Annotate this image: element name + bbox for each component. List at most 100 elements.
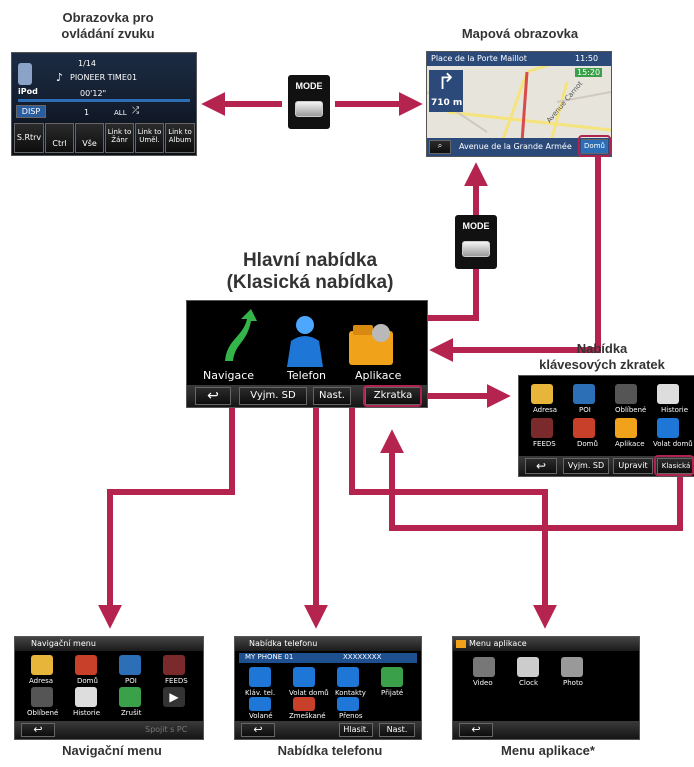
nav-menu-screen: Navigační menu Adresa Domů POI FEEDS ▶ O…	[14, 636, 204, 740]
shortcut-button[interactable]: Zkratka	[365, 387, 421, 405]
phone-label-missed: Zmeškané	[289, 712, 326, 720]
label-favorites: Oblíbené	[615, 406, 647, 414]
arrow-home-to-main	[429, 148, 601, 362]
button-all[interactable]: Vše	[75, 123, 104, 153]
keypad-icon[interactable]	[249, 667, 271, 687]
apps-title: Menu aplikace	[469, 639, 527, 648]
button-all-label: Vše	[82, 139, 97, 148]
button-ctrl[interactable]: Ctrl	[45, 123, 74, 153]
shuffle-icon: ⤮	[132, 106, 140, 116]
repeat-number: 1	[84, 108, 90, 117]
button-link-genre[interactable]: Link to Žánr	[105, 123, 134, 153]
label-applications: Aplikace	[355, 369, 402, 382]
volume-button[interactable]: Hlasit.	[339, 723, 373, 737]
arrow-main-mode-line	[420, 268, 479, 321]
person-icon	[287, 316, 323, 367]
clock-icon[interactable]	[517, 657, 539, 677]
disp-button[interactable]: DISP	[16, 105, 46, 118]
call-home-phone-icon[interactable]	[293, 667, 315, 687]
navigation-icon[interactable]	[217, 309, 257, 365]
nav-bottom-bar	[15, 721, 203, 739]
nav-back-button[interactable]: ↩	[21, 723, 55, 737]
music-note-icon: ♪	[56, 71, 64, 84]
caption-main: Hlavní nabídka (Klasická nabídka)	[190, 250, 430, 294]
map-menu-icon[interactable]: ⌕	[429, 140, 451, 154]
apps-folder-small-icon	[456, 640, 466, 648]
turn-panel	[429, 70, 463, 112]
nav-address-icon[interactable]	[31, 655, 53, 675]
track-number: 1/14	[78, 59, 96, 68]
feeds-icon[interactable]	[531, 418, 553, 438]
arrow-to-apps	[349, 404, 557, 629]
phone-label-received: Přijaté	[381, 689, 404, 697]
eject-sd-button[interactable]: Vyjm. SD	[239, 387, 307, 405]
nav-poi-icon[interactable]	[119, 655, 141, 675]
nav-cancel-icon[interactable]	[119, 687, 141, 707]
caption-audio: Obrazovka pro ovládání zvuku	[20, 10, 196, 42]
nav-favorites-icon[interactable]	[31, 687, 53, 707]
applications-icon[interactable]	[347, 321, 397, 367]
navigation-arrow-icon	[225, 309, 257, 361]
nav-next-icon[interactable]: ▶	[163, 687, 185, 707]
phone-label-keypad: Kláv. tel.	[245, 689, 276, 697]
home-button[interactable]: Domů	[581, 139, 608, 154]
apps-back-button[interactable]: ↩	[459, 723, 493, 737]
main-menu-screen: Navigace Telefon Aplikace ↩ Vyjm. SD Nas…	[186, 300, 428, 408]
arrow-classic-to-main	[380, 429, 683, 531]
favorites-icon[interactable]	[615, 384, 637, 404]
received-icon[interactable]	[381, 667, 403, 687]
transfer-icon[interactable]	[337, 697, 359, 711]
nav-connect-pc[interactable]: Spojit s PC	[145, 725, 188, 734]
distance-label: 710 m	[431, 98, 463, 108]
home-icon[interactable]	[573, 418, 595, 438]
mode-button-mid[interactable]: MODE	[455, 215, 497, 269]
classic-button[interactable]: Klasická	[657, 458, 694, 474]
phone-icon[interactable]	[283, 315, 323, 367]
poi-icon[interactable]	[573, 384, 595, 404]
nav-label-address: Adresa	[29, 677, 54, 685]
button-link-artist[interactable]: Link to Uměl.	[135, 123, 164, 153]
back-button[interactable]: ↩	[195, 387, 231, 405]
apps-folder-icon[interactable]	[615, 418, 637, 438]
phone-number: XXXXXXXX	[343, 653, 382, 661]
phone-menu-screen: Nabídka telefonu MY PHONE 01 XXXXXXXX Kl…	[234, 636, 422, 740]
mode-button-top[interactable]: MODE	[288, 75, 330, 129]
nav-feeds-icon[interactable]	[163, 655, 185, 675]
progress-bar[interactable]	[18, 99, 190, 102]
arrow-to-nav	[98, 404, 235, 629]
contacts-icon[interactable]	[337, 667, 359, 687]
nav-home-icon[interactable]	[75, 655, 97, 675]
history-icon[interactable]	[657, 384, 679, 404]
classic-highlight	[654, 455, 694, 476]
shortcut-back-button[interactable]: ↩	[525, 458, 557, 474]
nav-label-feeds: FEEDS	[165, 677, 188, 685]
address-icon[interactable]	[531, 384, 553, 404]
phone-back-button[interactable]: ↩	[241, 723, 275, 737]
video-icon[interactable]	[473, 657, 495, 677]
label-call-home: Volat domů	[653, 440, 693, 448]
nav-label-history: Historie	[73, 709, 101, 717]
call-home-icon[interactable]	[657, 418, 679, 438]
phone-settings-button[interactable]: Nast.	[379, 723, 415, 737]
photo-icon[interactable]	[561, 657, 583, 677]
shortcut-eject-sd-button[interactable]: Vyjm. SD	[563, 458, 609, 474]
missed-icon[interactable]	[293, 697, 315, 711]
button-link-album[interactable]: Link to Album	[165, 123, 195, 153]
ipod-icon	[18, 63, 32, 85]
mode-label: MODE	[462, 221, 490, 231]
label-navigation: Navigace	[203, 369, 255, 382]
button-srtrv[interactable]: S.Rtrv	[14, 123, 44, 153]
apps-label-photo: Photo	[563, 679, 583, 687]
phone-label-transfer: Přenos	[339, 712, 363, 720]
phone-status-bar	[239, 653, 417, 663]
caption-nav: Navigační menu	[62, 743, 162, 758]
edit-button[interactable]: Upravit	[613, 458, 653, 474]
audio-screen: iPod 1/14 ♪ PIONEER TIME01 00'12" DISP 1…	[11, 52, 197, 156]
dialed-icon[interactable]	[249, 697, 271, 711]
phone-device-name: MY PHONE 01	[245, 653, 294, 661]
settings-button[interactable]: Nast.	[313, 387, 351, 405]
nav-history-icon[interactable]	[75, 687, 97, 707]
play-time: 00'12"	[80, 89, 107, 98]
home-highlight	[578, 135, 611, 157]
